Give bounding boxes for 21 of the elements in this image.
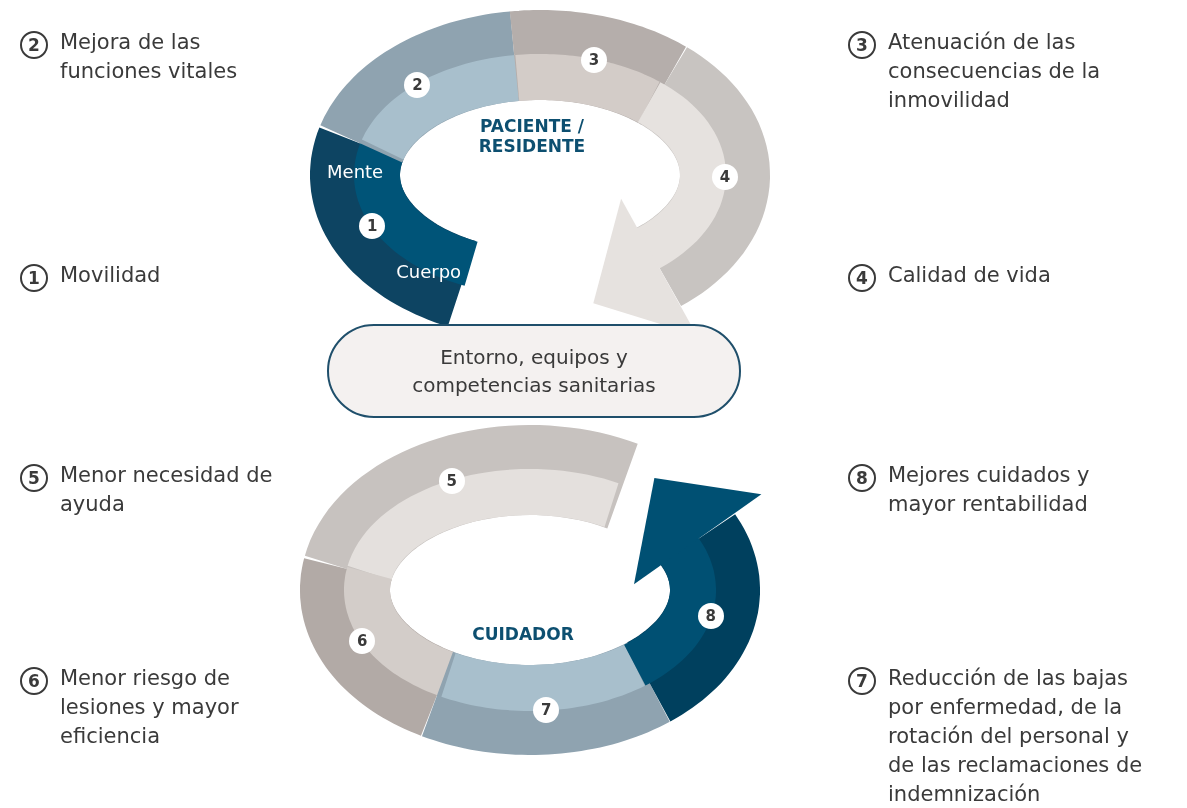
item-description: Menor riesgo de lesiones y mayor eficiencia bbox=[60, 665, 240, 750]
callout-number: 3 bbox=[848, 31, 876, 59]
item-description: Reducción de las bajas por enfermedad, de la rotación del personal y de las reclamaciones de indemnización bbox=[888, 665, 1144, 808]
callout-number: 8 bbox=[848, 464, 876, 492]
item-description: Atenuación de las consecuencias de la inmovilidad bbox=[888, 29, 1102, 114]
segment-label: Cuerpo bbox=[396, 260, 462, 282]
callout-number: 1 bbox=[20, 264, 48, 292]
item-description: Mejora de las funciones vitales bbox=[60, 29, 239, 85]
callout-number: 2 bbox=[20, 31, 48, 59]
loop-label: CUIDADOR bbox=[471, 624, 575, 644]
segment-label: Mente bbox=[327, 160, 384, 182]
item-description: Mejores cuidados y mayor rentabilidad bbox=[888, 462, 1091, 518]
callout-number: 7 bbox=[848, 667, 876, 695]
item-description: Calidad de vida bbox=[888, 262, 1052, 289]
rounded-box: Entorno, equipos y competencias sanitarias bbox=[327, 324, 741, 418]
item-description: Movilidad bbox=[60, 262, 162, 289]
callout-number: 6 bbox=[20, 667, 48, 695]
callout-number: 5 bbox=[20, 464, 48, 492]
loop-label: PACIENTE / RESIDENTE bbox=[477, 116, 587, 156]
item-description: Menor necesidad de ayuda bbox=[60, 462, 274, 518]
callout-number: 4 bbox=[848, 264, 876, 292]
